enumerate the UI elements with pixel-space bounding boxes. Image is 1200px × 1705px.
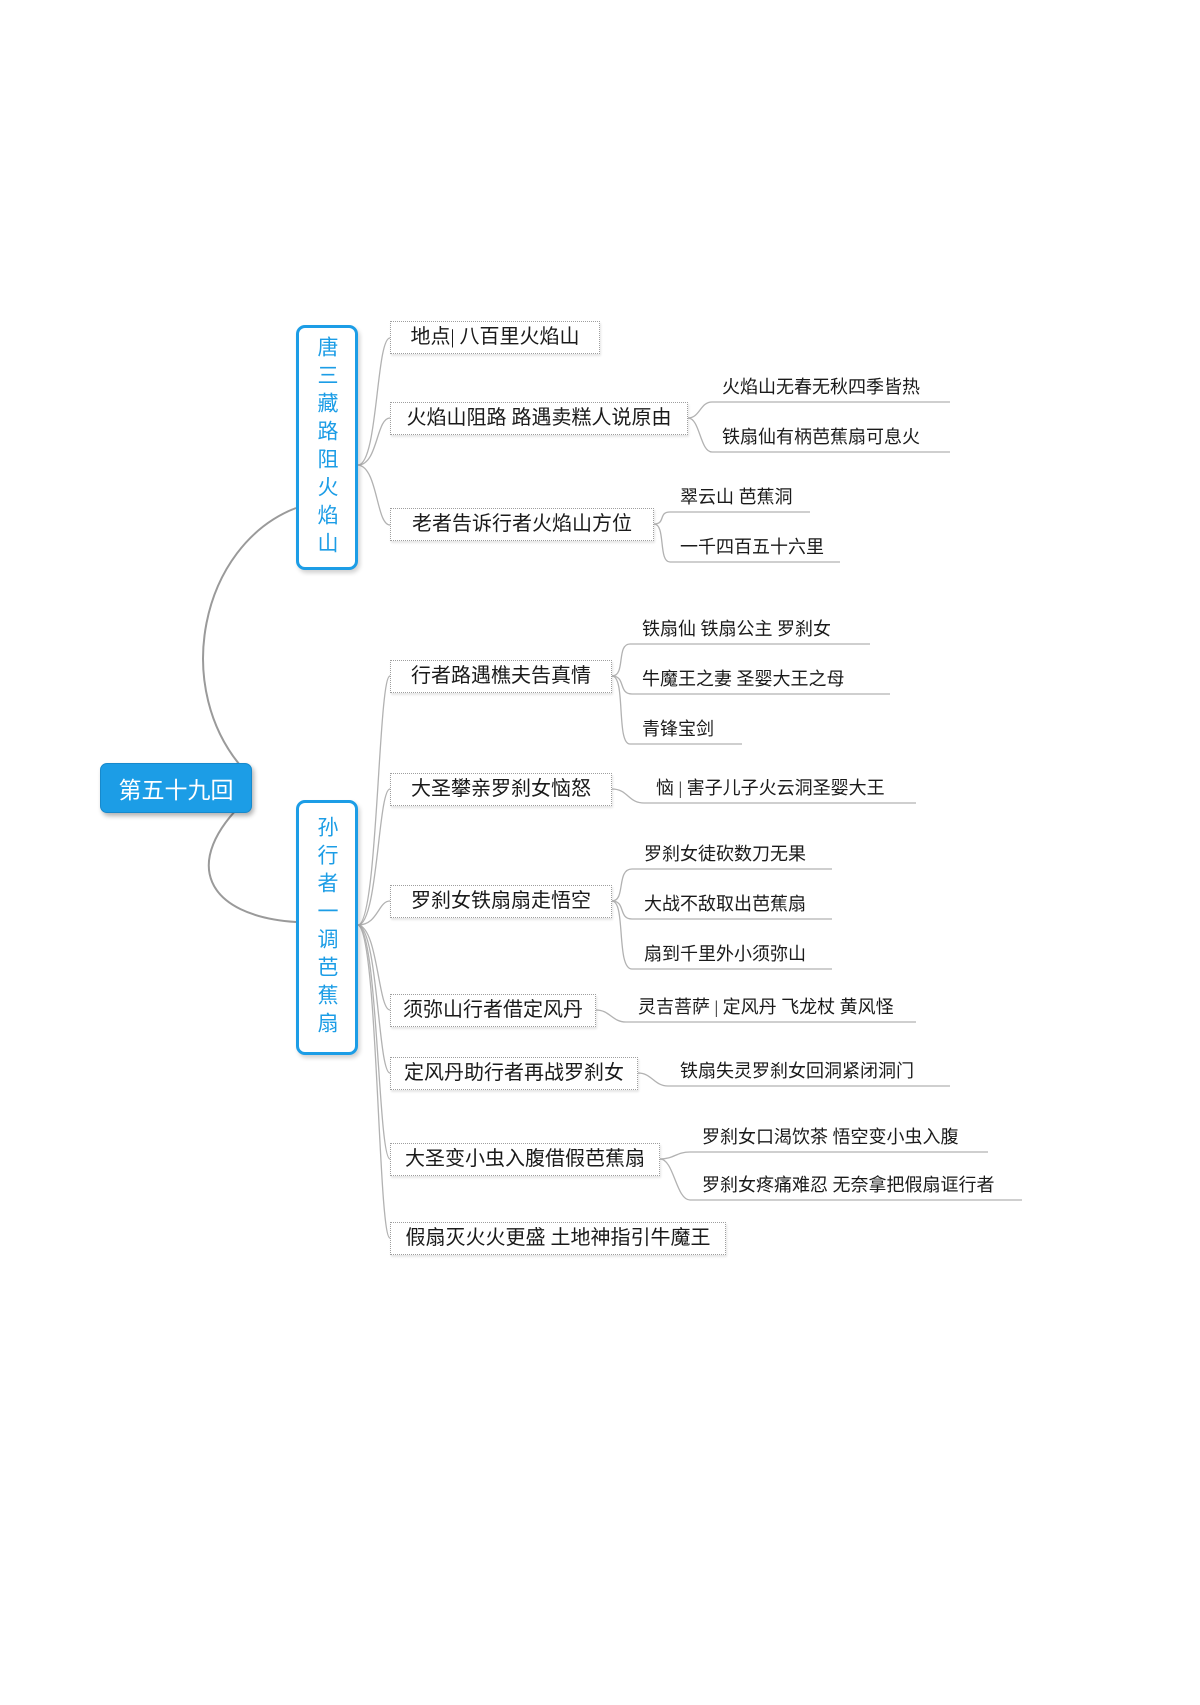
connector-leaf: [653, 511, 810, 525]
leaf-qingfeng-baojian[interactable]: 青锋宝剑: [642, 719, 714, 739]
connector: [357, 675, 391, 926]
connector: [357, 924, 391, 1160]
connector-leaf: [611, 900, 832, 970]
connector-leaf: [653, 523, 840, 563]
branch-topic-tangsanzang[interactable]: 唐三藏路阻火焰山: [296, 325, 358, 570]
connector: [357, 924, 391, 1011]
connector: [357, 924, 391, 1074]
topic-panqin-naonu[interactable]: 大圣攀亲罗刹女恼怒: [390, 773, 612, 806]
connector-leaf: [637, 1072, 950, 1087]
leaf-nao-haizi[interactable]: 恼 | 害子儿子火云洞圣婴大王: [656, 778, 885, 798]
connector-root-branch1: [202, 507, 297, 773]
leaf-1456-li[interactable]: 一千四百五十六里: [680, 537, 824, 557]
topic-location[interactable]: 地点| 八百里火焰山: [390, 321, 600, 354]
topic-huoyanshan-zulu[interactable]: 火焰山阻路 路遇卖糕人说原由: [390, 402, 688, 435]
connector: [357, 337, 391, 466]
leaf-cuiyunshan[interactable]: 翠云山 芭蕉洞: [680, 487, 793, 507]
topic-jie-dingfengdan[interactable]: 须弥山行者借定风丹: [390, 994, 596, 1027]
root-topic[interactable]: 第五十九回: [100, 763, 252, 813]
connector: [357, 464, 391, 526]
connector: [357, 900, 391, 926]
leaf-tengtong-jiashan[interactable]: 罗刹女疼痛难忍 无奈拿把假扇诓行者: [702, 1175, 995, 1195]
connector-root-branch2: [207, 799, 297, 923]
leaf-niumowang-qi[interactable]: 牛魔王之妻 圣婴大王之母: [642, 669, 845, 689]
leaf-no-spring-autumn[interactable]: 火焰山无春无秋四季皆热: [722, 377, 920, 397]
connector-leaf: [611, 643, 870, 677]
connector-leaf: [611, 675, 742, 745]
topic-jiashan-miehuo[interactable]: 假扇灭火火更盛 土地神指引牛魔王: [390, 1222, 726, 1255]
connector-leaf: [611, 900, 832, 920]
leaf-tieshan-gongzhu[interactable]: 铁扇仙 铁扇公主 罗刹女: [642, 619, 831, 639]
connector: [357, 417, 391, 466]
connector-leaf: [611, 868, 832, 902]
leaf-xiaoxumishan[interactable]: 扇到千里外小须弥山: [644, 944, 806, 964]
leaf-lingji-pusa[interactable]: 灵吉菩萨 | 定风丹 飞龙杖 黄风怪: [638, 997, 894, 1017]
branch-topic-sunxingzhe[interactable]: 孙行者一调芭蕉扇: [296, 800, 358, 1055]
connector-leaf: [687, 417, 950, 453]
topic-zaizhan-luochanu[interactable]: 定风丹助行者再战罗刹女: [390, 1057, 638, 1090]
leaf-tieshan-shiling[interactable]: 铁扇失灵罗刹女回洞紧闭洞门: [680, 1061, 914, 1081]
connector-leaf: [687, 401, 950, 419]
connector-leaf: [595, 1009, 916, 1023]
topic-qiaofu-zhenqing[interactable]: 行者路遇樵夫告真情: [390, 660, 612, 693]
leaf-kouke-yincha[interactable]: 罗刹女口渴饮茶 悟空变小虫入腹: [702, 1127, 959, 1147]
topic-shanzou-wukong[interactable]: 罗刹女铁扇扇走悟空: [390, 885, 612, 918]
leaf-dazhan-budi[interactable]: 大战不敌取出芭蕉扇: [644, 894, 806, 914]
connector-leaf: [659, 1151, 988, 1160]
connector: [357, 788, 391, 926]
connector-leaf: [611, 675, 890, 695]
connector-leaf: [659, 1158, 1022, 1201]
connector-leaf: [611, 788, 916, 804]
leaf-tieshanxian-fan[interactable]: 铁扇仙有柄芭蕉扇可息火: [722, 427, 920, 447]
connector: [357, 924, 391, 1239]
topic-laozhe-fangwei[interactable]: 老者告诉行者火焰山方位: [390, 508, 654, 541]
leaf-kan-dao-wuguo[interactable]: 罗刹女徒砍数刀无果: [644, 844, 806, 864]
topic-xiaochong-rufu[interactable]: 大圣变小虫入腹借假芭蕉扇: [390, 1143, 660, 1176]
